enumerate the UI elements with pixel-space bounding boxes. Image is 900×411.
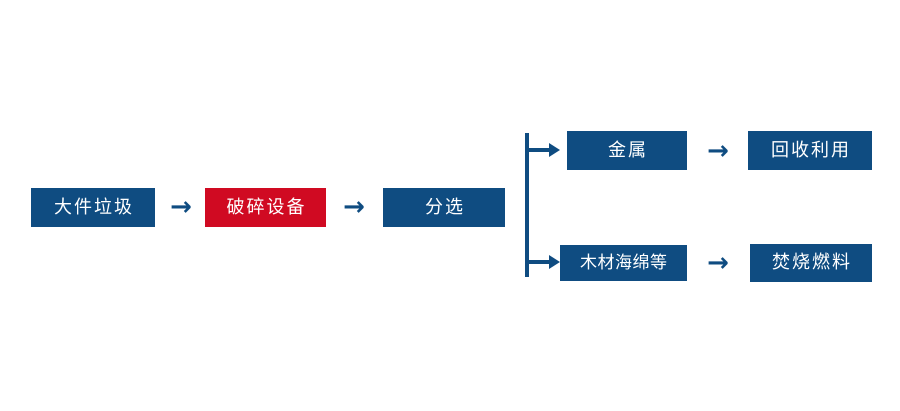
node-recycling[interactable]: 回收利用 [748, 131, 872, 170]
node-wood-sponge[interactable]: 木材海绵等 [560, 245, 687, 281]
arrow-right-icon: → [707, 248, 729, 278]
node-bulky-waste[interactable]: 大件垃圾 [31, 188, 155, 227]
node-metal[interactable]: 金属 [567, 131, 687, 170]
arrow-right-icon: → [707, 136, 729, 166]
node-crusher[interactable]: 破碎设备 [205, 188, 326, 227]
arrow-right-icon: → [170, 192, 192, 222]
node-sorting[interactable]: 分选 [383, 188, 505, 227]
arrow-right-icon: → [343, 192, 365, 222]
node-incineration-fuel[interactable]: 焚烧燃料 [750, 244, 872, 282]
branch-stub-top-line [525, 148, 551, 152]
branch-arrowhead-top-icon [549, 143, 560, 157]
branch-arrowhead-bottom-icon [549, 255, 560, 269]
branch-trunk-line [525, 133, 529, 277]
branch-stub-bottom-line [525, 260, 551, 264]
